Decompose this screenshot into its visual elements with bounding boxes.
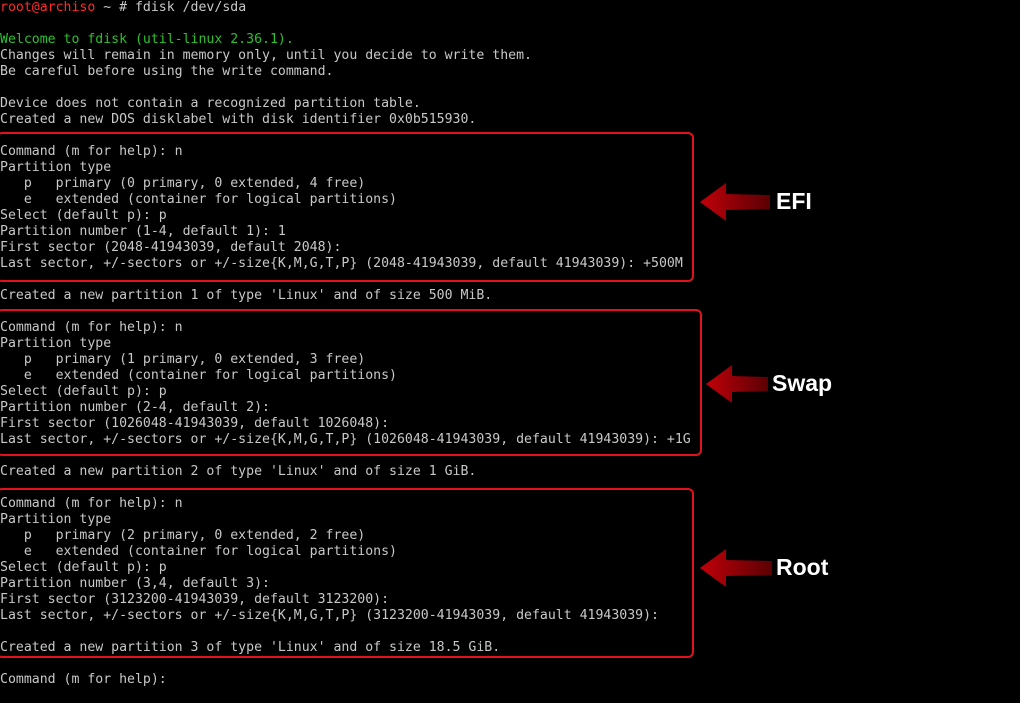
option-primary: p primary (1 primary, 0 extended, 3 free…	[0, 352, 366, 367]
callout-label-root: Root	[776, 554, 829, 580]
highlight-box-swap	[0, 309, 702, 456]
intro-line: Changes will remain in memory only, unti…	[0, 48, 532, 63]
callout-root: Root	[700, 548, 860, 588]
partition-type-header: Partition type	[0, 336, 112, 351]
callout-label-swap: Swap	[772, 370, 833, 396]
first-sector-line: First sector (1026048-41943039, default …	[0, 416, 390, 431]
created-partition-line: Created a new partition 2 of type 'Linux…	[0, 464, 477, 479]
command-line: Command (m for help): n	[0, 144, 183, 159]
shell-prompt-line: root@archiso ~ # fdisk /dev/sda	[0, 0, 246, 16]
option-extended: e extended (container for logical partit…	[0, 544, 397, 559]
prompt-user-host: root@archiso	[0, 0, 96, 15]
first-sector-line: First sector (2048-41943039, default 204…	[0, 240, 342, 255]
partition-number-line: Partition number (2-4, default 2):	[0, 400, 270, 415]
partition-number-line: Partition number (3,4, default 3):	[0, 576, 270, 591]
disklabel-line: Created a new DOS disklabel with disk id…	[0, 112, 477, 127]
highlight-box-root	[0, 488, 694, 658]
welcome-line: Welcome to fdisk (util-linux 2.36.1).	[0, 32, 294, 47]
option-extended: e extended (container for logical partit…	[0, 192, 397, 207]
arrow-left-icon	[706, 365, 768, 403]
first-sector-line: First sector (3123200-41943039, default …	[0, 592, 390, 607]
final-command-prompt[interactable]: Command (m for help):	[0, 672, 167, 687]
highlight-box-efi	[0, 132, 694, 282]
created-partition-line: Created a new partition 3 of type 'Linux…	[0, 640, 501, 655]
select-line: Select (default p): p	[0, 208, 167, 223]
partition-type-header: Partition type	[0, 512, 112, 527]
select-line: Select (default p): p	[0, 560, 167, 575]
callout-efi: EFI	[700, 182, 840, 222]
option-primary: p primary (0 primary, 0 extended, 4 free…	[0, 176, 366, 191]
prompt-command: ~ # fdisk /dev/sda	[95, 0, 247, 15]
command-line: Command (m for help): n	[0, 496, 183, 511]
last-sector-line: Last sector, +/-sectors or +/-size{K,M,G…	[0, 608, 659, 623]
option-extended: e extended (container for logical partit…	[0, 368, 397, 383]
last-sector-line: Last sector, +/-sectors or +/-size{K,M,G…	[0, 432, 691, 447]
arrow-left-icon	[700, 183, 770, 221]
command-line: Command (m for help): n	[0, 320, 183, 335]
partition-type-header: Partition type	[0, 160, 112, 175]
created-partition-line: Created a new partition 1 of type 'Linux…	[0, 288, 493, 303]
intro-line: Be careful before using the write comman…	[0, 64, 334, 79]
callout-label-efi: EFI	[776, 188, 812, 214]
partition-number-line: Partition number (1-4, default 1): 1	[0, 224, 286, 239]
option-primary: p primary (2 primary, 0 extended, 2 free…	[0, 528, 366, 543]
last-sector-line: Last sector, +/-sectors or +/-size{K,M,G…	[0, 256, 683, 271]
no-table-line: Device does not contain a recognized par…	[0, 96, 421, 111]
arrow-left-icon	[700, 549, 772, 587]
callout-swap: Swap	[706, 364, 856, 404]
select-line: Select (default p): p	[0, 384, 167, 399]
